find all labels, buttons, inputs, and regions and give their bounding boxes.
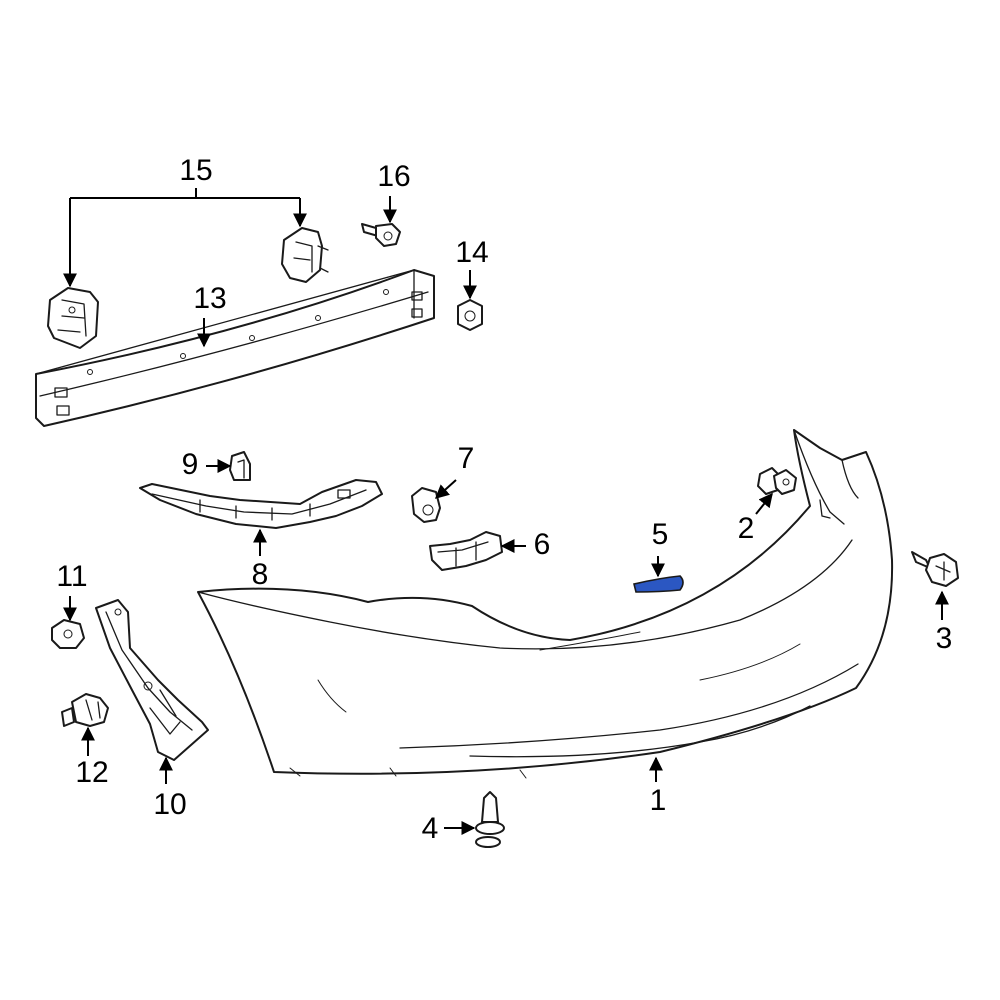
leader-lines [63, 188, 949, 835]
beam-nut[interactable] [457, 299, 483, 331]
callout-labels: 15 16 14 13 9 8 7 6 5 2 3 1 4 11 12 10 [56, 154, 952, 845]
callout-2: 2 [738, 512, 755, 545]
callout-14: 14 [455, 236, 488, 269]
side-support-bracket[interactable] [95, 599, 209, 761]
callout-8: 8 [252, 558, 269, 591]
callout-6: 6 [534, 528, 551, 561]
callout-3: 3 [936, 622, 953, 655]
grommet-clip[interactable] [61, 693, 109, 727]
retainer-clip[interactable] [229, 451, 251, 481]
bumper-screw[interactable] [911, 551, 959, 587]
callout-16: 16 [377, 160, 410, 193]
callout-5: 5 [652, 518, 669, 551]
callout-1: 1 [650, 784, 667, 817]
callout-11: 11 [56, 560, 87, 593]
reinforcement-beam[interactable] [35, 269, 435, 427]
push-fastener[interactable] [411, 487, 441, 523]
side-retainer-bracket[interactable] [139, 479, 383, 529]
energy-absorber-right[interactable] [281, 227, 329, 283]
callout-13: 13 [193, 282, 226, 315]
callout-7: 7 [458, 442, 475, 475]
callout-10: 10 [153, 788, 186, 821]
callout-9: 9 [182, 448, 199, 481]
callout-12: 12 [75, 756, 108, 789]
energy-absorber-left[interactable] [47, 287, 99, 349]
center-bracket[interactable] [429, 531, 503, 571]
beam-bolt[interactable] [361, 223, 401, 247]
reflector-highlighted[interactable] [633, 575, 684, 593]
callout-4: 4 [422, 812, 439, 845]
bumper-retainer[interactable] [757, 467, 797, 495]
push-pin[interactable] [475, 791, 505, 848]
bracket-clip[interactable] [51, 619, 85, 649]
callout-15: 15 [179, 154, 212, 187]
bumper-cover[interactable] [197, 429, 894, 779]
